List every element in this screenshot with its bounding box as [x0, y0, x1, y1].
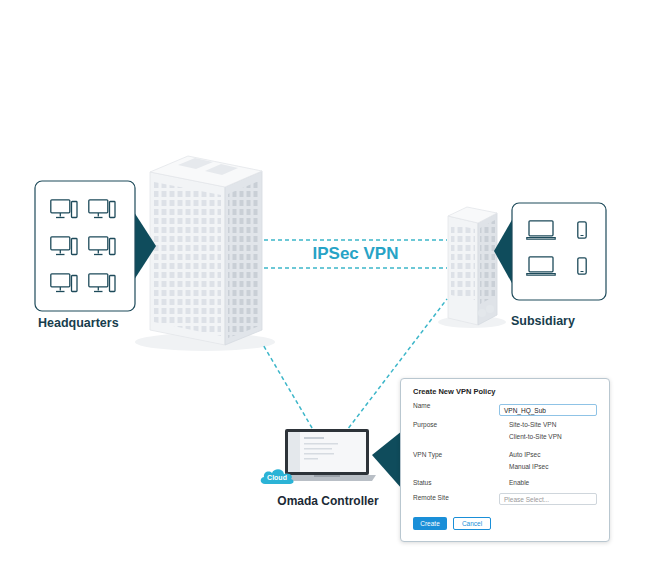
- dashed-connector: [264, 240, 447, 268]
- subsidiary-building-node: Subsidiary: [447, 205, 498, 326]
- text-input: VPN_HQ_Sub: [499, 404, 597, 416]
- callout-pointer: [372, 431, 402, 489]
- controller-node: Omada ControllerCloud: [283, 428, 373, 482]
- subsidiary-building: [448, 207, 497, 325]
- node-text: Omada Controller: [277, 494, 378, 508]
- form-field-label: Remote Site: [413, 494, 449, 502]
- form-field-label: Manual IPsec: [509, 463, 548, 471]
- node-text: Headquarters: [38, 316, 119, 330]
- form-field-label: Status: [413, 479, 431, 487]
- form-field-label: VPN Type: [413, 451, 442, 459]
- cloud-badge: Cloud: [259, 467, 295, 485]
- node-text: Cancel: [462, 520, 482, 527]
- dashed-connector: [264, 346, 312, 428]
- form-field-label: Auto IPsec: [509, 451, 540, 459]
- form-field-label: Site-to-Site VPN: [509, 421, 556, 429]
- select-input: Please Select...: [499, 493, 597, 505]
- form-field-label: Enable: [509, 479, 529, 487]
- cloud-outline: [261, 469, 294, 484]
- create-button: Create: [413, 517, 447, 530]
- node-text: Please Select...: [504, 496, 549, 503]
- node-text: VPN_HQ_Sub: [504, 407, 546, 414]
- hq-building: [150, 156, 262, 345]
- hq-building-node: Headquarters: [148, 150, 264, 346]
- node-text: Subsidiary: [511, 314, 575, 328]
- controller-laptop: [278, 429, 376, 481]
- node-text: Cloud: [267, 474, 287, 481]
- form-field-label: Purpose: [413, 421, 437, 429]
- connector-label: IPSec VPN: [310, 244, 402, 264]
- subsidiary-device-panel: [494, 203, 606, 300]
- form-panel: Create New VPN PolicyVPN_HQ_SubPlease Se…: [400, 378, 610, 542]
- node-text: Create: [420, 520, 440, 527]
- hq-device-panel: [35, 181, 156, 311]
- form-field-label: Client-to-Site VPN: [509, 433, 562, 441]
- form-field-label: Name: [413, 402, 430, 410]
- cancel-button: Cancel: [453, 517, 491, 530]
- node-text: Create New VPN Policy: [413, 387, 496, 396]
